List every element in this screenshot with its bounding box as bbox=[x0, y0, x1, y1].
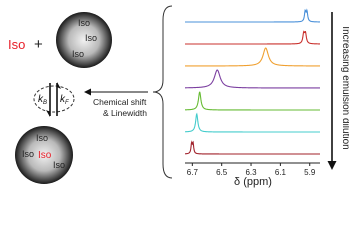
nmr-spectra-chart: 6.7 6.5 6.3 6.1 5.9 δ (ppm) Increasing emuls… bbox=[184, 8, 349, 188]
droplet-bottom-label-1: Iso bbox=[36, 133, 48, 143]
droplet-top-label-3: Iso bbox=[72, 49, 84, 59]
spectrum-trace-2 bbox=[185, 30, 320, 45]
droplet-bottom-label-3: Iso bbox=[53, 160, 65, 170]
caption-line-2: & Linewidth bbox=[103, 108, 147, 118]
spectrum-trace-3 bbox=[185, 47, 320, 67]
spectra-traces bbox=[184, 8, 320, 155]
svg-text:kB: kB bbox=[38, 94, 47, 106]
droplet-top: Iso Iso Iso bbox=[56, 12, 112, 68]
dilution-arrow bbox=[327, 12, 337, 170]
rate-back-sub: B bbox=[43, 100, 47, 106]
x-axis: 6.7 6.5 6.3 6.1 5.9 bbox=[185, 162, 320, 177]
spectrum-trace-5 bbox=[184, 91, 320, 111]
x-tick-label: 6.7 bbox=[187, 168, 199, 177]
x-axis-label: δ (ppm) bbox=[234, 176, 272, 188]
plus-sign: + bbox=[34, 36, 43, 53]
rate-back-k: k bbox=[38, 94, 44, 105]
spectrum-trace-7 bbox=[184, 140, 320, 155]
curly-brace bbox=[152, 5, 173, 179]
rate-fwd-k: k bbox=[60, 94, 66, 105]
x-tick-label: 6.5 bbox=[216, 168, 228, 177]
droplet-bottom: Iso Iso Iso Iso bbox=[15, 126, 73, 184]
svg-text:kF: kF bbox=[60, 94, 69, 106]
free-iso-label: Iso bbox=[8, 37, 25, 52]
scheme-panel: Iso + Iso Iso Iso kB kF Iso Iso Iso Iso … bbox=[8, 5, 173, 184]
x-tick-label: 6.1 bbox=[275, 168, 287, 177]
equilibrium-arrows: kB kF bbox=[33, 82, 75, 117]
rate-fwd-sub: F bbox=[65, 100, 69, 106]
droplet-top-label-2: Iso bbox=[85, 33, 97, 43]
spectrum-trace-4 bbox=[184, 69, 320, 89]
x-tick-label: 6.3 bbox=[245, 168, 257, 177]
droplet-bottom-label-2: Iso bbox=[22, 149, 34, 159]
caption-line-1: Chemical shift bbox=[93, 97, 147, 107]
spectrum-trace-1 bbox=[185, 8, 320, 23]
spectrum-trace-6 bbox=[184, 112, 320, 133]
droplet-top-label-1: Iso bbox=[78, 18, 90, 28]
y-axis-label: Increasing emulsion dilution bbox=[340, 26, 349, 149]
droplet-bottom-highlight: Iso bbox=[38, 150, 52, 161]
x-tick-label: 5.9 bbox=[304, 168, 316, 177]
caption-arrow bbox=[84, 88, 148, 96]
